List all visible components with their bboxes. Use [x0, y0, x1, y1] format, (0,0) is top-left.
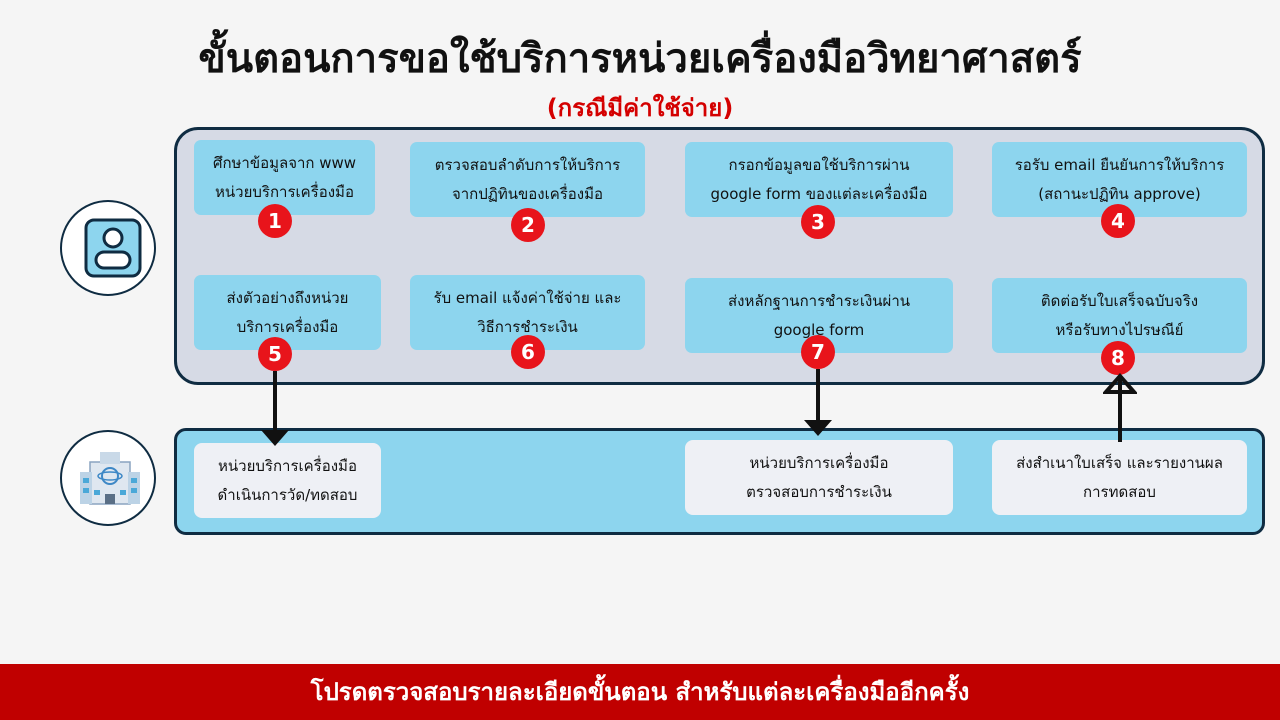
- step-2-line2: จากปฏิทินของเครื่องมือ: [451, 184, 604, 203]
- step-1-line1: ศึกษาข้อมูลจาก www: [212, 153, 357, 172]
- page-subtitle: (กรณีมีค่าใช้จ่าย): [546, 94, 734, 122]
- lab-step-payment-check-line1: หน่วยบริการเครื่องมือ: [749, 453, 889, 472]
- lab-step-testing-box: หน่วยบริการเครื่องมือ ดำเนินการวัด/ทดสอบ: [194, 443, 381, 518]
- step-4-line2: (สถานะปฏิทิน approve): [1038, 184, 1201, 203]
- step-5-line2: บริการเครื่องมือ: [236, 317, 339, 336]
- lab-step-testing-line2: ดำเนินการวัด/ทดสอบ: [217, 485, 358, 504]
- lab-step-receipt-report-line1: ส่งสำเนาใบเสร็จ และรายงานผล: [1016, 453, 1223, 472]
- step-5-line1: ส่งตัวอย่างถึงหน่วย: [226, 288, 349, 307]
- step-2-box: ตรวจสอบลำดับการให้บริการ จากปฏิทินของเคร…: [410, 142, 645, 217]
- lab-step-receipt-report-line2: การทดสอบ: [1083, 482, 1156, 501]
- step-7-line2: google form: [773, 320, 865, 339]
- science-building-icon: [60, 430, 156, 526]
- step-7-line1: ส่งหลักฐานการชำระเงินผ่าน: [727, 291, 911, 310]
- lab-step-payment-check-line2: ตรวจสอบการชำระเงิน: [746, 482, 892, 501]
- step-6-line2: วิธีการชำระเงิน: [477, 317, 578, 336]
- step-1-line2: หน่วยบริการเครื่องมือ: [215, 182, 354, 201]
- step-8-line2: หรือรับทางไปรษณีย์: [1055, 320, 1184, 339]
- step-4-line1: รอรับ email ยืนยันการให้บริการ: [1014, 155, 1225, 174]
- step-6-line1: รับ email แจ้งค่าใช้จ่าย และ: [433, 288, 622, 307]
- step-8-line1: ติดต่อรับใบเสร็จฉบับจริง: [1040, 291, 1199, 310]
- step-5-number-badge: 5: [258, 337, 292, 371]
- lab-step-receipt-report-box: ส่งสำเนาใบเสร็จ และรายงานผล การทดสอบ: [992, 440, 1247, 515]
- step-3-line1: กรอกข้อมูลขอใช้บริการผ่าน: [728, 155, 910, 174]
- step-3-line2: google form ของแต่ละเครื่องมือ: [710, 184, 928, 203]
- step-1-box: ศึกษาข้อมูลจาก www หน่วยบริการเครื่องมือ: [194, 140, 375, 215]
- page-title: ขั้นตอนการขอใช้บริการหน่วยเครื่องมือวิทย…: [198, 36, 1082, 82]
- step-3-box: กรอกข้อมูลขอใช้บริการผ่าน google form ขอ…: [685, 142, 953, 217]
- step-2-number-badge: 2: [511, 208, 545, 242]
- step-1-number-badge: 1: [258, 204, 292, 238]
- step-6-number-badge: 6: [511, 335, 545, 369]
- lab-step-testing-line1: หน่วยบริการเครื่องมือ: [218, 456, 357, 475]
- step-7-number-badge: 7: [801, 335, 835, 369]
- step-2-line1: ตรวจสอบลำดับการให้บริการ: [434, 155, 621, 174]
- lab-step-payment-check-box: หน่วยบริการเครื่องมือ ตรวจสอบการชำระเงิน: [685, 440, 953, 515]
- step-5-box: ส่งตัวอย่างถึงหน่วย บริการเครื่องมือ: [194, 275, 381, 350]
- step-3-number-badge: 3: [801, 205, 835, 239]
- footer-notice: โปรดตรวจสอบรายละเอียดขั้นตอน สำหรับแต่ละ…: [0, 664, 1280, 720]
- step-8-box: ติดต่อรับใบเสร็จฉบับจริง หรือรับทางไปรษณ…: [992, 278, 1247, 353]
- step-4-number-badge: 4: [1101, 204, 1135, 238]
- user-profile-icon: [60, 200, 156, 296]
- step-8-number-badge: 8: [1101, 341, 1135, 375]
